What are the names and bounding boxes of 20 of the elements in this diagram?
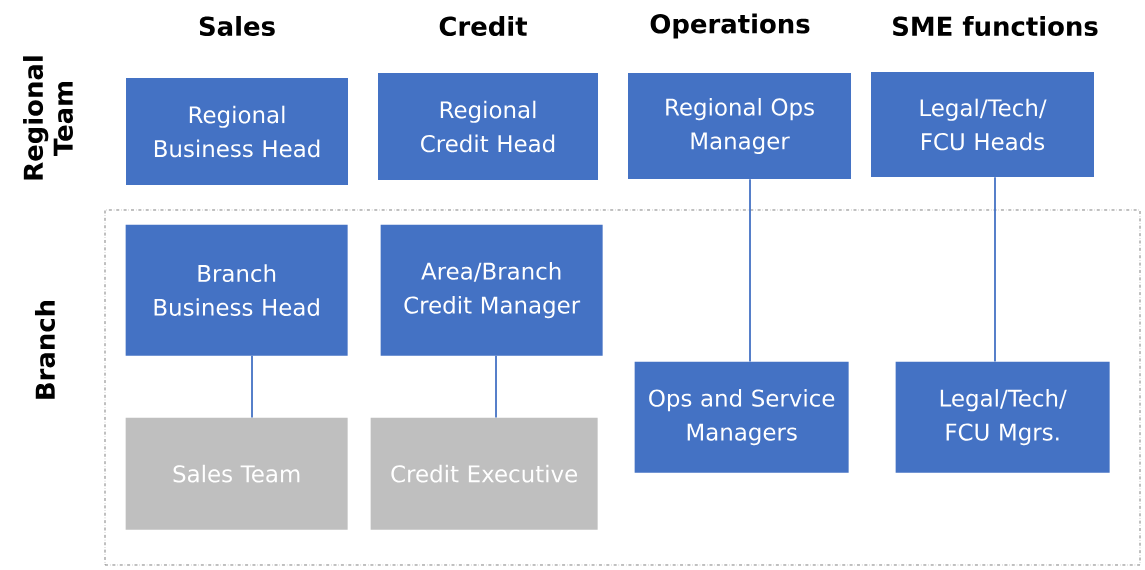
role-box: Regional Business Head [126,78,348,185]
role-box: Branch Business Head [125,224,348,356]
row-label: Branch [35,300,56,399]
role-box: Legal/Tech/ FCU Heads [871,72,1094,177]
row-label: Regional Team [23,56,73,180]
role-box: Credit Executive [370,417,598,530]
role-box: Regional Credit Head [378,73,598,180]
role-box: Area/Branch Credit Manager [380,224,603,356]
connector-line [251,354,253,419]
connector-line [749,178,751,363]
role-box: Regional Ops Manager [628,73,851,179]
column-heading: Operations [650,13,810,39]
connector-line [495,354,497,419]
column-heading: SME functions [893,15,1098,36]
connector-line [994,176,996,363]
role-box: Ops and Service Managers [634,361,849,473]
column-heading: Credit [439,15,527,36]
role-box: Legal/Tech/ FCU Mgrs. [895,361,1110,473]
column-heading: Sales [199,15,275,36]
role-box: Sales Team [125,417,348,530]
